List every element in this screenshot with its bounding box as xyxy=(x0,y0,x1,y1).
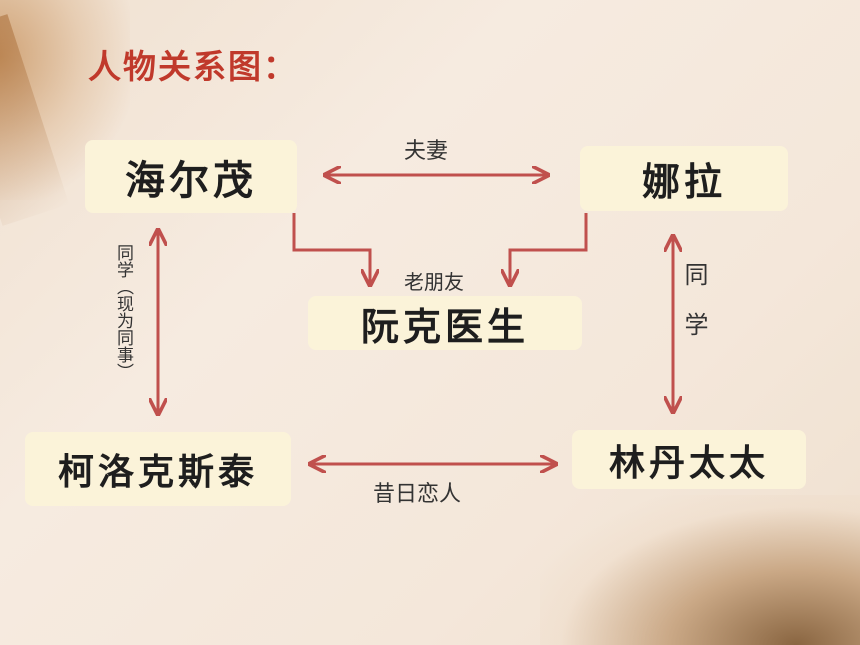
nora-to-rank-arrow xyxy=(510,213,588,285)
node-nora: 娜拉 xyxy=(580,146,788,211)
label-classmate: 同学 xyxy=(680,262,708,362)
diagram-title: 人物关系图： xyxy=(88,47,298,86)
node-helmer: 海尔茂 xyxy=(85,140,297,213)
helmer-to-rank-arrow xyxy=(292,213,370,285)
node-linde: 林丹太太 xyxy=(572,430,806,489)
node-rank: 阮克医生 xyxy=(308,296,582,350)
label-spouse: 夫妻 xyxy=(404,139,449,164)
label-old-friend: 老朋友 xyxy=(404,270,464,294)
label-classmate-colleague: 同学（现为同事） xyxy=(113,244,133,380)
label-former-lovers: 昔日恋人 xyxy=(373,482,462,507)
dandelion-photo-decoration xyxy=(540,495,860,645)
node-krogstad: 柯洛克斯泰 xyxy=(25,432,291,506)
